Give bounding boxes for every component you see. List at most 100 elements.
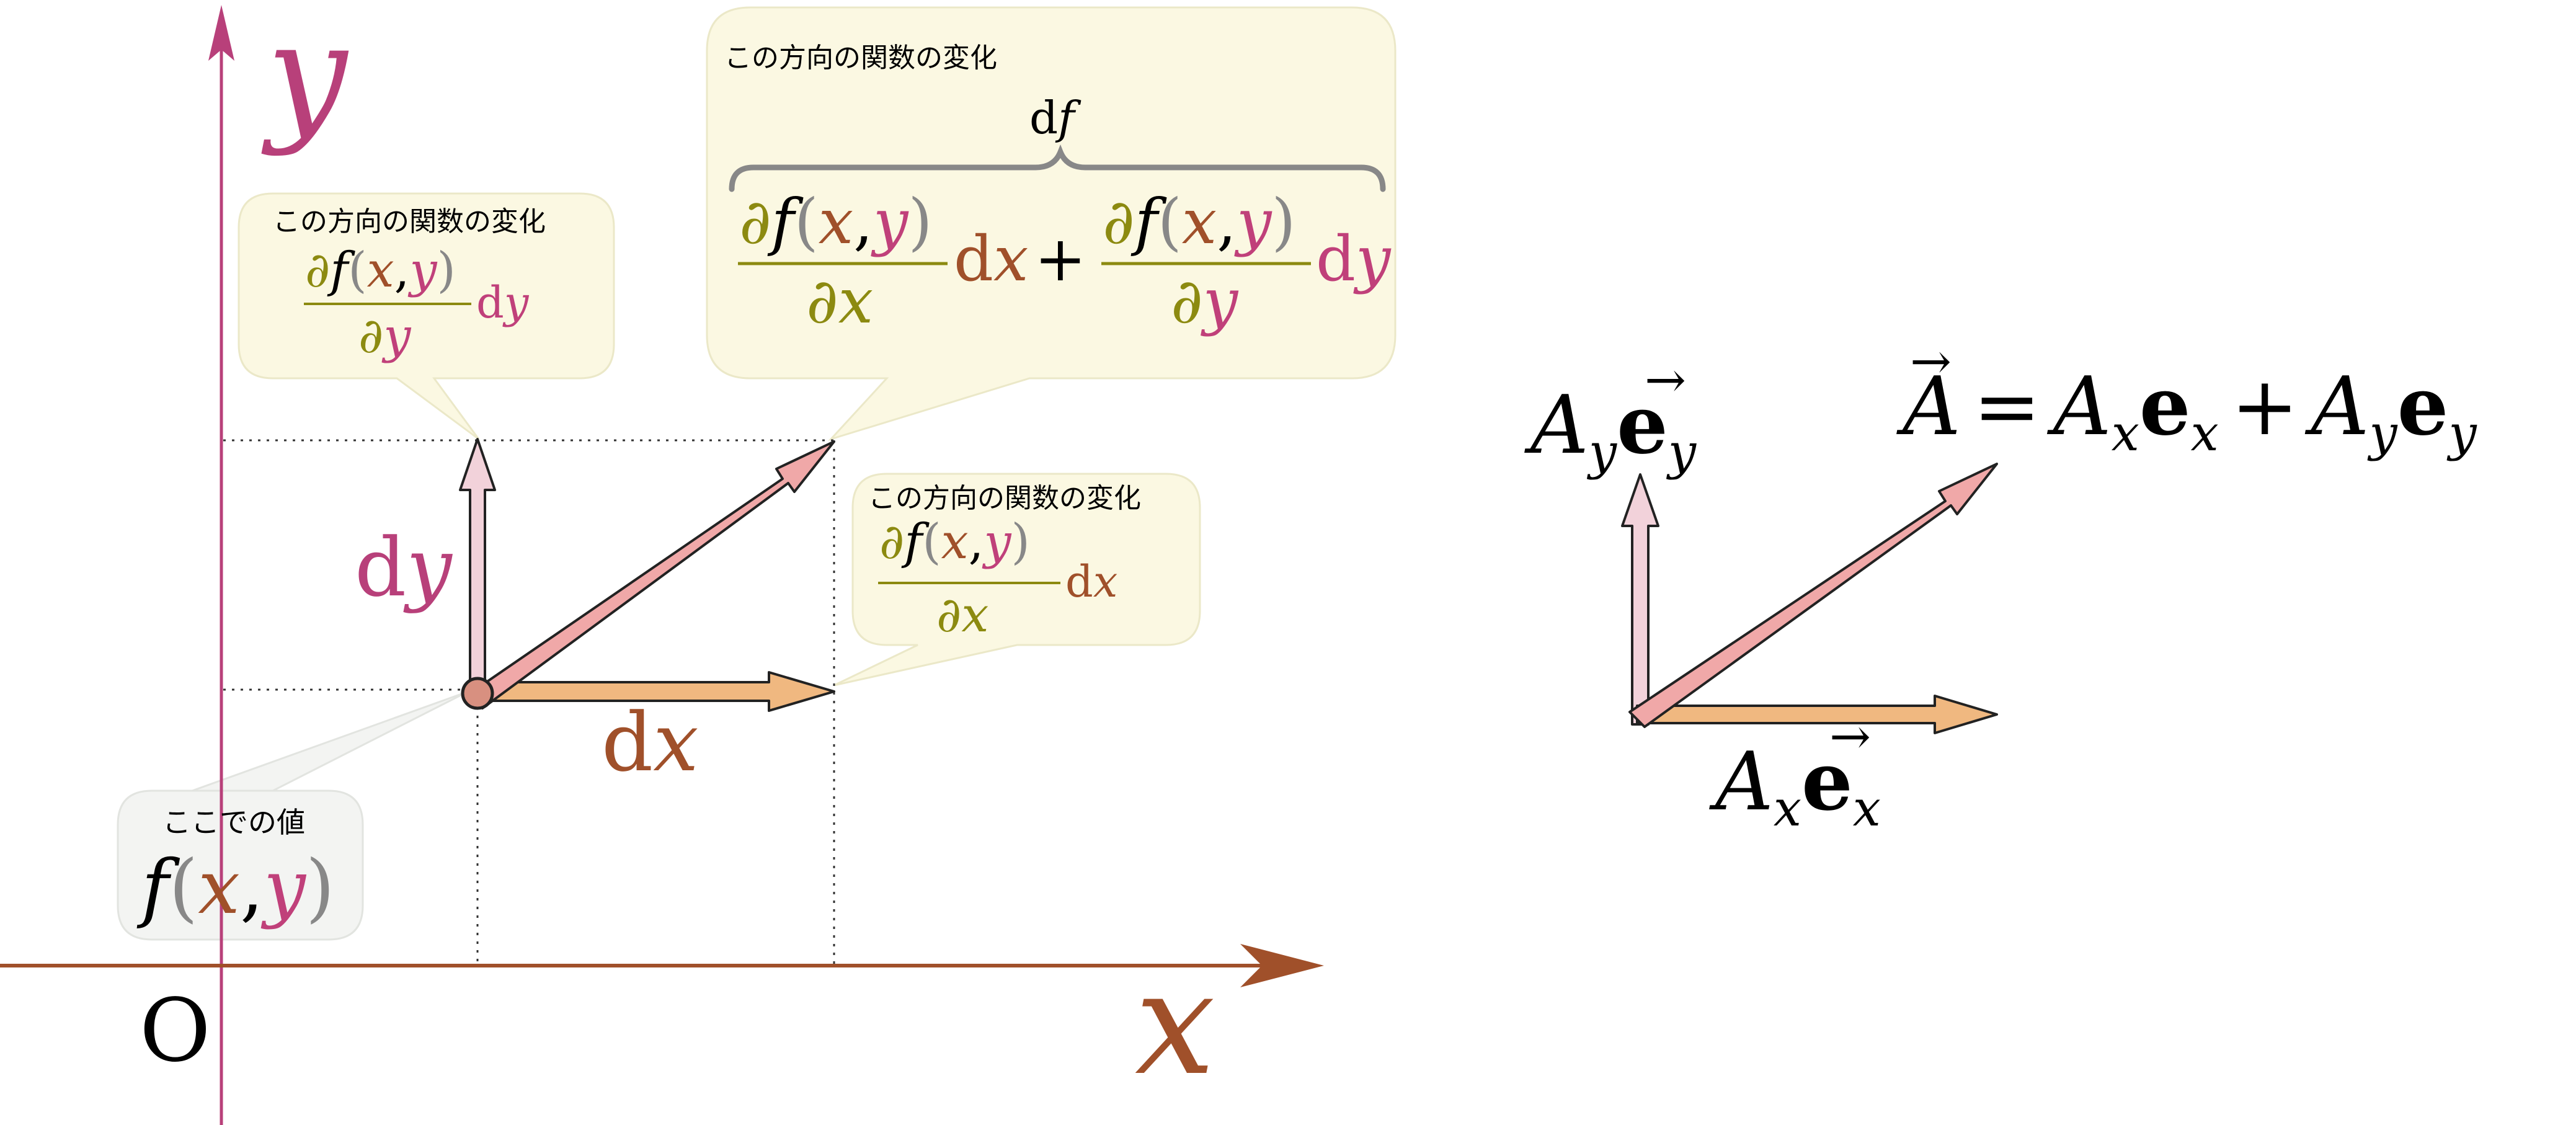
y-symbol: y [871, 185, 909, 258]
fraction-dfdx-denominator: ∂x [806, 265, 873, 337]
x-symbol: x [367, 242, 394, 298]
subscript-y: y [1587, 423, 1618, 481]
e-symbol: e [2397, 358, 2449, 453]
dx-factor: dx [1065, 556, 1117, 607]
brace-icon [729, 144, 1386, 192]
x-symbol: x [961, 587, 988, 643]
y-symbol: y [1353, 223, 1392, 295]
diagonal-arrow [467, 440, 835, 709]
comma: , [1217, 185, 1237, 258]
y-axis-label: y [261, 0, 349, 158]
d-symbol: d [954, 223, 993, 295]
bubble-bottom-caption: ここでの値 [162, 806, 305, 839]
lparen: ( [1158, 185, 1182, 258]
bubble-right-caption: この方向の関数の変化 [868, 482, 1141, 514]
rparen: ) [1271, 185, 1295, 258]
ay-e-arrow-accent: → [1645, 351, 1686, 409]
y-symbol: y [1234, 185, 1272, 258]
fraction-dfdx-numerator: ∂f(x,y) [739, 185, 932, 258]
bubble-top-right-caption: この方向の関数の変化 [724, 42, 997, 74]
ay-ey-label: Ayey [1524, 377, 1697, 481]
bubble-top-left-caption: この方向の関数の変化 [273, 206, 546, 238]
partial-symbol: ∂ [305, 242, 330, 298]
bubble-top-right [706, 6, 1397, 442]
x-symbol: x [993, 223, 1028, 295]
dx-label: dx [602, 695, 699, 789]
e-symbol: e [1617, 377, 1668, 472]
dx-factor: dx [954, 223, 1028, 295]
y-symbol: y [982, 514, 1011, 570]
subscript-x: x [2191, 404, 2219, 462]
df-label: df [1029, 92, 1081, 144]
subscript-x: x [1853, 780, 1881, 837]
lparen: ( [922, 514, 941, 570]
vector-equation: A=Axex+Ayey [1896, 358, 2477, 462]
dx-arrow [475, 671, 835, 712]
dy-label-var: y [403, 520, 453, 615]
df-label-d: d [1029, 92, 1058, 144]
lparen: ( [794, 185, 819, 258]
dy-factor: dy [476, 277, 530, 328]
A-symbol: A [1524, 378, 1589, 472]
e-symbol: e [2139, 358, 2191, 453]
comma: , [969, 514, 984, 570]
rparen: ) [306, 845, 335, 931]
rparen: ) [908, 185, 932, 258]
partial-symbol: ∂ [358, 308, 383, 364]
d-symbol: d [1065, 556, 1093, 607]
equals-sign: = [1973, 359, 2041, 453]
vector-a-arrow [1628, 463, 1998, 728]
dx-label-var: x [653, 695, 698, 789]
y-symbol: y [407, 242, 437, 298]
comma: , [394, 242, 410, 298]
x-axis-arrowhead-icon [1240, 944, 1324, 987]
x-symbol: x [819, 185, 853, 258]
dy-arrow [459, 438, 496, 695]
e-symbol: e [1801, 734, 1853, 829]
subscript-x: x [2112, 404, 2139, 462]
y-symbol: y [1201, 265, 1239, 337]
dx-label-d: d [602, 695, 653, 789]
fraction-dfdy-small: ∂f(x,y) ∂y dy [304, 242, 530, 364]
subscript-y: y [2446, 404, 2477, 462]
lparen: ( [169, 845, 198, 931]
x-symbol: x [1182, 185, 1217, 258]
y-axis [208, 5, 234, 1125]
A-symbol: A [2047, 359, 2112, 453]
A-symbol: A [1896, 359, 1961, 453]
x-axis [0, 944, 1324, 987]
x-symbol: x [198, 845, 240, 931]
bubble-bottom [117, 690, 469, 941]
x-symbol: x [1093, 556, 1117, 607]
rparen: ) [437, 242, 456, 298]
partial-symbol: ∂ [739, 185, 771, 258]
fraction-dfdx-small: ∂f(x,y) ∂x dx [878, 514, 1117, 643]
origin-label: O [140, 980, 211, 1082]
fraction-dfdy-denominator: ∂y [1171, 265, 1239, 337]
bubble-top-left [238, 192, 615, 440]
plus-sign: + [2231, 359, 2299, 453]
plus-sign: + [1034, 223, 1086, 295]
fraction-denominator: ∂x [936, 587, 988, 643]
vector-ay-arrow [1621, 473, 1659, 726]
fraction-dfdx: ∂f(x,y) ∂x dx [738, 185, 1028, 337]
fraction-numerator: ∂f(x,y) [879, 514, 1030, 570]
x-symbol: x [941, 514, 969, 570]
subscript-y: y [2368, 404, 2399, 462]
dotted-guides [223, 439, 835, 964]
partial-symbol: ∂ [1103, 185, 1135, 258]
y-symbol: y [381, 308, 411, 364]
A-arrow-accent: → [1910, 332, 1952, 390]
ax-e-arrow-accent: → [1829, 708, 1871, 765]
partial-symbol: ∂ [936, 587, 961, 643]
subscript-x: x [1774, 780, 1801, 837]
bubble-right [833, 473, 1201, 687]
value-expression: f(x,y) [136, 845, 335, 931]
fraction-dfdy-numerator: ∂f(x,y) [1103, 185, 1295, 258]
lparen: ( [348, 242, 366, 298]
partial-symbol: ∂ [879, 514, 904, 570]
x-axis-label: x [1135, 941, 1215, 1107]
y-axis-arrowhead-icon [208, 5, 234, 61]
y-symbol: y [260, 845, 307, 931]
